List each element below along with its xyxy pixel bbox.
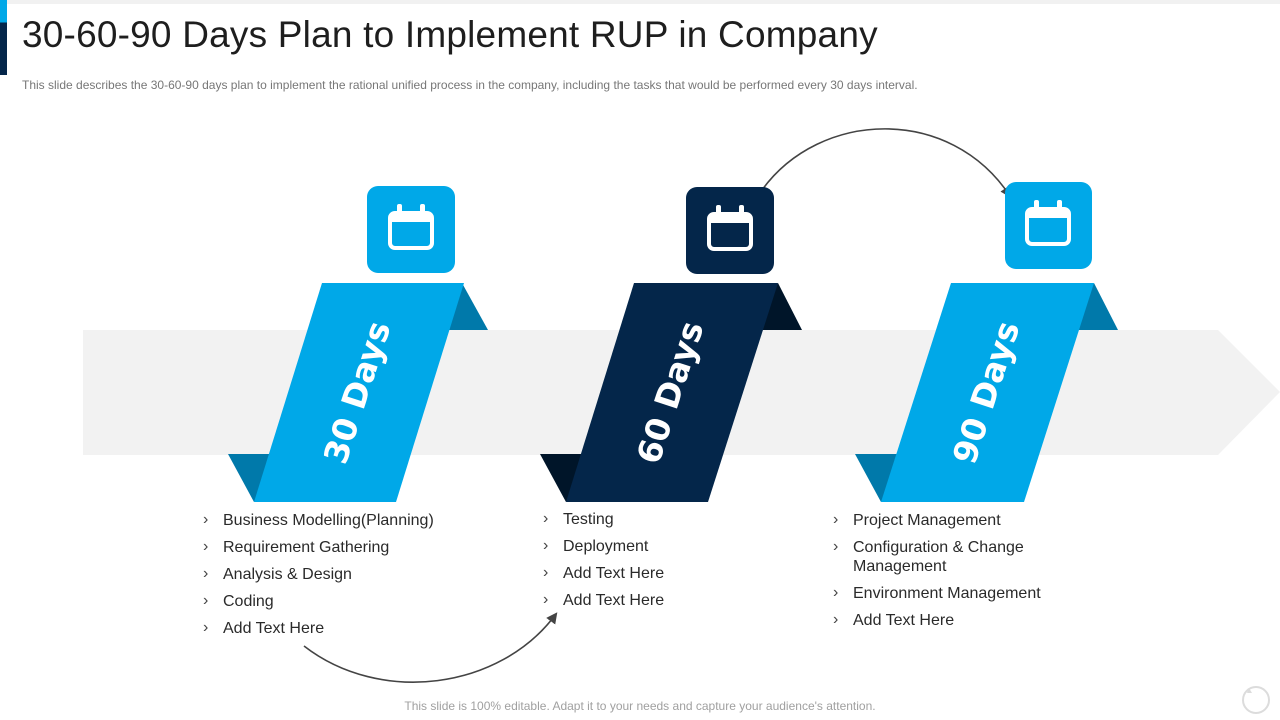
calendar-icon bbox=[686, 187, 774, 274]
refresh-icon bbox=[1242, 686, 1270, 714]
ribbon-90-days bbox=[881, 283, 1094, 502]
list-item: Add Text Here bbox=[543, 590, 793, 610]
calendar-icon bbox=[1005, 182, 1092, 269]
stage-30-days: 30 Days bbox=[228, 186, 488, 502]
footer-note: This slide is 100% editable. Adapt it to… bbox=[404, 699, 876, 713]
list-item: Add Text Here bbox=[833, 610, 1043, 630]
stage-90-days-task-list: Project Management Configuration & Chang… bbox=[833, 510, 1043, 638]
list-item: Analysis & Design bbox=[203, 564, 503, 584]
list-item: Configuration & Change Management bbox=[833, 537, 1043, 576]
stage-30-days-task-list: Business Modelling(Planning) Requirement… bbox=[203, 510, 503, 646]
ribbon-fold-top bbox=[1072, 283, 1118, 330]
stage-90-days: 90 Days bbox=[855, 182, 1118, 502]
ribbon-fold-bottom bbox=[855, 454, 905, 502]
list-item: Requirement Gathering bbox=[203, 537, 503, 557]
ribbon-30-days bbox=[254, 283, 464, 502]
ribbon-fold-top bbox=[756, 283, 802, 330]
calendar-icon bbox=[367, 186, 455, 273]
list-item: Project Management bbox=[833, 510, 1043, 530]
list-item: Coding bbox=[203, 591, 503, 611]
list-item: Business Modelling(Planning) bbox=[203, 510, 503, 530]
page-title: 30-60-90 Days Plan to Implement RUP in C… bbox=[22, 14, 878, 55]
connector-arrow-30-to-60 bbox=[303, 612, 558, 683]
ribbon-60-days bbox=[566, 283, 778, 502]
page-subtitle: This slide describes the 30-60-90 days p… bbox=[22, 78, 918, 92]
list-item: Deployment bbox=[543, 536, 793, 556]
list-item: Add Text Here bbox=[543, 563, 793, 583]
stage-60-days-task-list: Testing Deployment Add Text Here Add Tex… bbox=[543, 509, 793, 618]
connector-arrow-60-to-90 bbox=[761, 128, 1012, 198]
list-item: Testing bbox=[543, 509, 793, 529]
title-accent-bar bbox=[0, 0, 7, 75]
list-item: Environment Management bbox=[833, 583, 1043, 603]
list-item: Add Text Here bbox=[203, 618, 503, 638]
top-strip bbox=[0, 0, 1280, 4]
stage-60-days: 60 Days bbox=[540, 187, 802, 502]
